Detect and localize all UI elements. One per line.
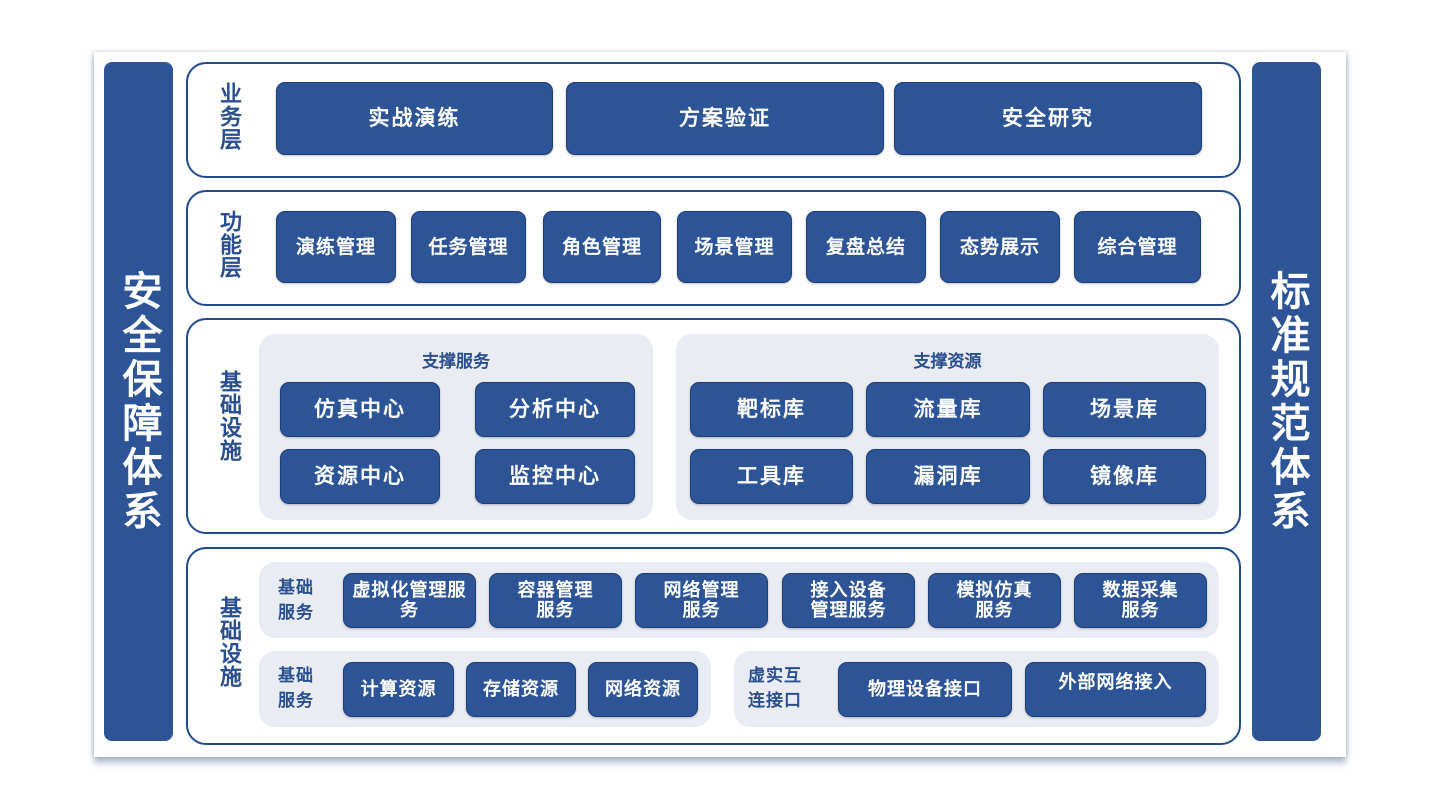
basic-service-item: 数据采集服务: [1074, 573, 1207, 628]
function-item: 综合管理: [1074, 211, 1201, 283]
support-resource-item: 镜像库: [1043, 449, 1206, 504]
basic-service-item: 模拟仿真服务: [928, 573, 1061, 628]
business-item: 安全研究: [894, 82, 1202, 155]
support-resource-item: 漏洞库: [866, 449, 1030, 504]
basic-service-item: 接入设备管理服务: [782, 573, 915, 628]
support-resource-item: 工具库: [690, 449, 853, 504]
function-item: 态势展示: [940, 211, 1060, 283]
support-service-item: 仿真中心: [280, 382, 440, 437]
basic-service-item: 容器管理服务: [489, 573, 622, 628]
support-service-item: 资源中心: [280, 449, 440, 504]
support-service-item: 分析中心: [475, 382, 635, 437]
basic-resource-item: 网络资源: [588, 662, 698, 717]
function-item: 复盘总结: [806, 211, 926, 283]
interface-item: 外部网络接入: [1025, 662, 1206, 717]
support-resource-item: 场景库: [1043, 382, 1206, 437]
infrastructure-label: 基础设施: [216, 370, 241, 462]
function-item: 演练管理: [276, 211, 396, 283]
business-item: 实战演练: [276, 82, 553, 155]
infrastructure-label: 基础设施: [216, 596, 241, 688]
interface-item: 物理设备接口: [838, 662, 1012, 717]
business-layer-label: 业务层: [216, 82, 241, 151]
support-service-item: 监控中心: [475, 449, 635, 504]
function-item: 角色管理: [543, 211, 661, 283]
support-resources-title: 支撑资源: [913, 352, 982, 372]
basic-service-item: 网络管理服务: [635, 573, 768, 628]
support-services-title: 支撑服务: [422, 352, 490, 372]
security-assurance-pillar: 安全保障体系: [104, 62, 173, 741]
basic-services-label: 基础服务: [278, 578, 314, 623]
function-item: 场景管理: [677, 211, 792, 283]
support-resource-item: 靶标库: [690, 382, 853, 437]
interfaces-label: 虚实互连接口: [748, 666, 802, 711]
business-item: 方案验证: [566, 82, 884, 155]
basic-service-item: 虚拟化管理服务: [343, 573, 476, 628]
basic-resource-item: 存储资源: [466, 662, 576, 717]
function-layer-label: 功能层: [216, 210, 241, 279]
standards-pillar: 标准规范体系: [1252, 62, 1321, 741]
basic-resource-item: 计算资源: [343, 662, 454, 717]
basic-resources-label: 基础服务: [278, 666, 314, 711]
function-item: 任务管理: [411, 211, 526, 283]
support-resource-item: 流量库: [866, 382, 1030, 437]
